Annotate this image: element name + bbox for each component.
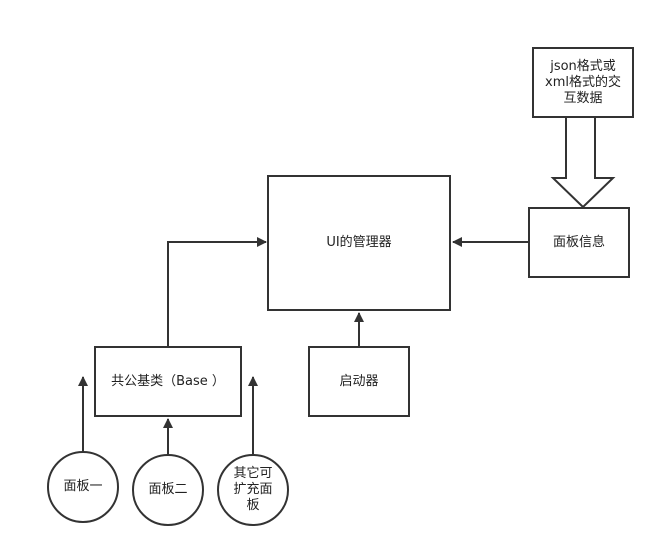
ui-manager-box: UI的管理器	[267, 175, 451, 311]
panel-one-label: 面板一	[63, 479, 103, 494]
panel-info-label: 面板信息	[552, 234, 605, 250]
data-source-box: json格式或 xml格式的交 互数据	[532, 47, 634, 118]
ui-manager-label: UI的管理器	[326, 235, 392, 250]
panel-two-label: 面板二	[148, 482, 188, 497]
panel-one-node: 面板一	[47, 451, 119, 523]
other-panels-line-2: 扩充面	[233, 482, 273, 497]
other-panels-node: 其它可 扩充面 板	[217, 454, 289, 526]
arrow-base-to-ui-manager	[167, 237, 267, 347]
base-class-label: 共公基类（Base ）	[111, 373, 225, 389]
base-class-box: 共公基类（Base ）	[94, 346, 242, 417]
panel-two-node: 面板二	[132, 454, 204, 526]
launcher-label: 启动器	[339, 373, 379, 389]
launcher-box: 启动器	[308, 346, 410, 417]
data-source-line-1: json格式或	[550, 58, 616, 74]
other-panels-line-3: 板	[246, 498, 260, 513]
data-source-line-3: 互数据	[563, 90, 603, 106]
data-source-line-2: xml格式的交	[545, 74, 621, 90]
panel-info-box: 面板信息	[528, 207, 630, 278]
other-panels-line-1: 其它可	[233, 466, 273, 481]
data-flow-hollow-arrow	[550, 118, 616, 209]
